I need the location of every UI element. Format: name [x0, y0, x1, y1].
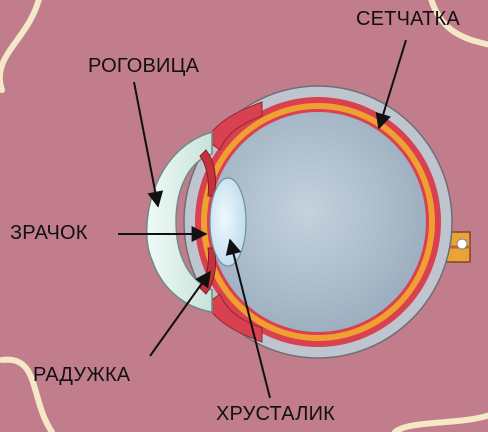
pupil-label: ЗРАЧОК [10, 222, 88, 245]
optic-nerve-end [457, 239, 467, 249]
retina-label: СЕТЧАТКА [356, 8, 460, 31]
cornea-label: РОГОВИЦА [88, 55, 199, 78]
lens [210, 178, 246, 266]
iris-label: РАДУЖКА [33, 364, 130, 387]
lens-label: ХРУСТАЛИК [216, 403, 335, 426]
